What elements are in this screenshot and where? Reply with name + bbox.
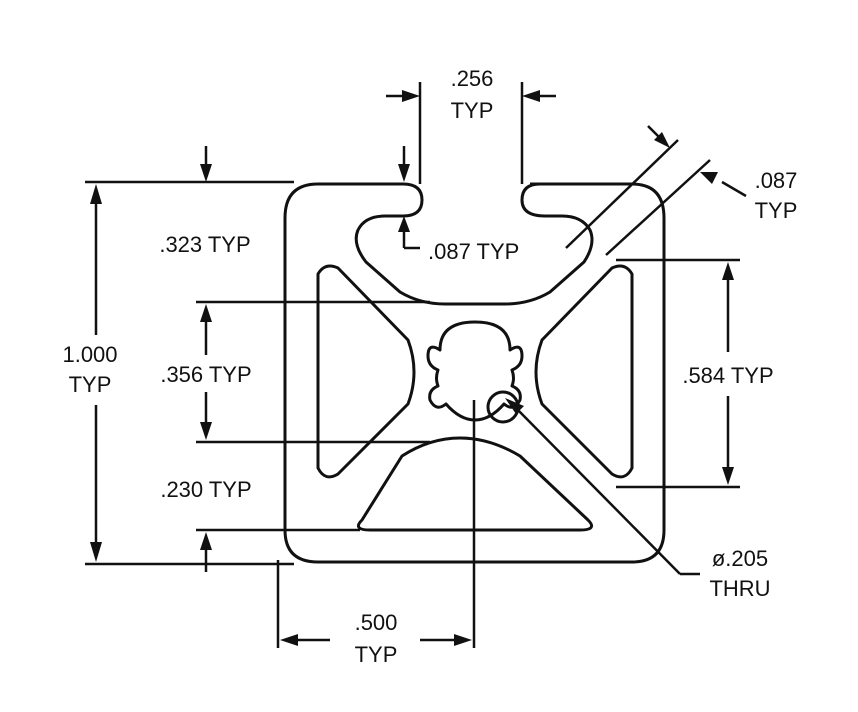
dim-center-offset: .500 TYP <box>280 610 472 667</box>
top-slot-typ-label: TYP <box>451 98 494 123</box>
slot-lip-label: .087 TYP <box>428 239 519 264</box>
dim-bottom-wall: .230 TYP <box>160 477 252 572</box>
corner-wall-typ-label: TYP <box>755 198 798 223</box>
cavity-height-label: .584 TYP <box>682 363 773 388</box>
slot-depth-label: .323 TYP <box>159 232 250 257</box>
cavity-left <box>316 264 416 479</box>
dim-slot-depth: .323 TYP <box>159 146 251 257</box>
dim-top-slot-width: .256 TYP <box>386 66 556 123</box>
dim-corner-wall: .087 TYP <box>647 125 798 223</box>
cavity-bottom <box>356 436 594 532</box>
overall-typ-label: TYP <box>69 372 112 397</box>
dim-hole-diameter: ø.205 THRU <box>505 398 771 601</box>
dim-overall-height: 1.000 TYP <box>62 184 118 562</box>
cavity-right <box>534 264 634 479</box>
center-typ-label: TYP <box>355 642 398 667</box>
dim-inner-height: .356 TYP <box>160 304 252 440</box>
center-value-label: .500 <box>355 610 398 635</box>
corner-wall-value-label: .087 <box>755 168 798 193</box>
top-t-slot <box>354 182 594 306</box>
dim-cavity-height: .584 TYP <box>682 262 774 485</box>
overall-value-label: 1.000 <box>62 342 117 367</box>
hole-note-label: THRU <box>709 576 770 601</box>
top-slot-value-label: .256 <box>451 66 494 91</box>
bottom-wall-label: .230 TYP <box>160 477 251 502</box>
extension-lines <box>85 82 740 648</box>
hole-value-label: ø.205 <box>712 546 768 571</box>
dim-slot-lip: .087 TYP <box>398 146 519 264</box>
profile-cavities <box>316 264 634 532</box>
inner-height-label: .356 TYP <box>160 362 251 387</box>
